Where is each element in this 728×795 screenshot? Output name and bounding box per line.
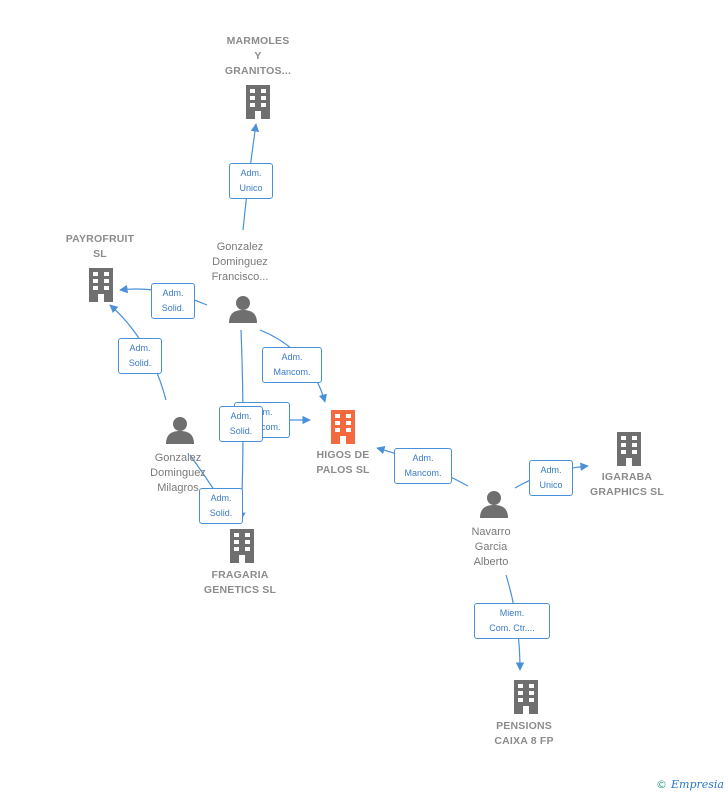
relation-badge[interactable]: Adm. Solid. (199, 488, 243, 524)
person-label-alberto[interactable]: Navarro Garcia Alberto (471, 526, 511, 568)
company-label-marmoles[interactable]: MARMOLES Y GRANITOS... (224, 35, 292, 77)
francisco-person-icon[interactable] (229, 296, 257, 323)
relation-badge[interactable]: Adm. Unico (529, 460, 573, 496)
relation-badge[interactable]: Adm. Mancom. (394, 448, 452, 484)
person-label-milagros[interactable]: Gonzalez Dominguez Milagros (150, 452, 206, 494)
relation-badge[interactable]: Adm. Mancom. (262, 347, 322, 383)
relation-badge[interactable]: Adm. Solid. (219, 406, 263, 442)
brand-footer[interactable]: © Empresia (656, 778, 724, 791)
marmoles-building-icon[interactable] (246, 85, 270, 119)
company-label-pensions[interactable]: PENSIONS CAIXA 8 FP (494, 720, 554, 747)
igaraba-building-icon[interactable] (617, 432, 641, 466)
company-label-higos[interactable]: HIGOS DE PALOS SL (316, 449, 370, 476)
relation-badge[interactable]: Miem. Com. Ctr.... (474, 603, 550, 639)
payrofruit-building-icon[interactable] (89, 268, 113, 302)
relation-badge[interactable]: Adm. Solid. (151, 283, 195, 319)
milagros-person-icon[interactable] (166, 417, 194, 444)
company-label-igaraba[interactable]: IGARABA GRAPHICS SL (590, 471, 664, 498)
person-label-francisco[interactable]: Gonzalez Dominguez Francisco... (211, 241, 269, 283)
higos-building-icon[interactable] (331, 410, 355, 444)
copyright-icon: © (656, 778, 667, 791)
company-label-fragaria[interactable]: FRAGARIA GENETICS SL (203, 569, 277, 596)
pensions-building-icon[interactable] (514, 680, 538, 714)
fragaria-building-icon[interactable] (230, 529, 254, 563)
company-label-payrofruit[interactable]: PAYROFRUIT SL (65, 233, 135, 260)
relation-badge[interactable]: Adm. Solid. (118, 338, 162, 374)
brand-name: Empresia (671, 778, 724, 791)
relation-badge[interactable]: Adm. Unico (229, 163, 273, 199)
alberto-person-icon[interactable] (480, 491, 508, 518)
